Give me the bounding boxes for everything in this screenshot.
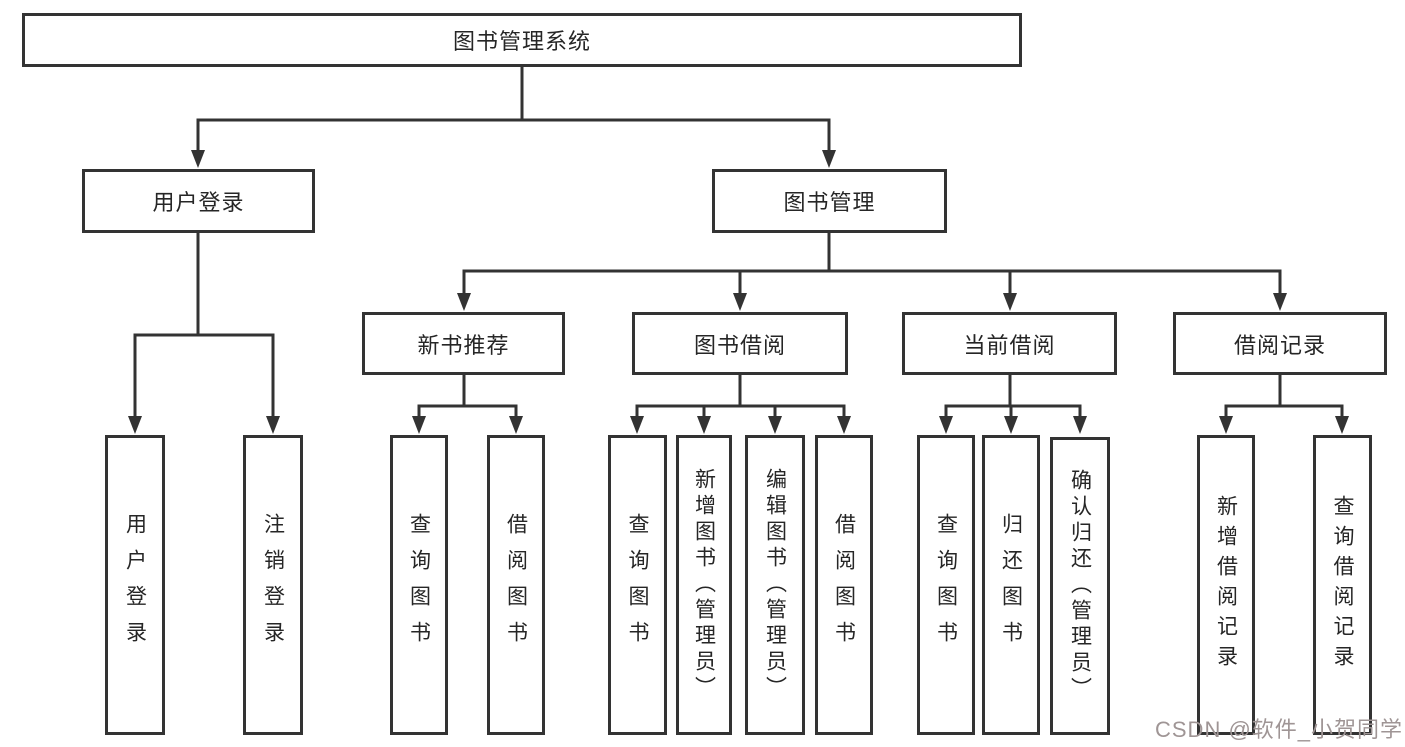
leaf-query-borrow-record: 查询借阅记录 bbox=[1313, 435, 1372, 735]
node-label: 查询图书 bbox=[407, 513, 431, 657]
leaf-logout: 注销登录 bbox=[243, 435, 303, 735]
node-label: 图书借阅 bbox=[693, 332, 786, 358]
node-label: 归还图书 bbox=[999, 513, 1023, 657]
node-label: 借阅记录 bbox=[1233, 332, 1326, 358]
node-book-borrowing: 图书借阅 bbox=[632, 312, 848, 375]
leaf-return-books: 归还图书 bbox=[982, 435, 1040, 735]
node-user-login-module: 用户登录 bbox=[82, 169, 315, 233]
leaf-query-books-current: 查询图书 bbox=[917, 435, 975, 735]
node-label: 当前借阅 bbox=[963, 332, 1056, 358]
leaf-add-books-admin: 新增图书（管理员） bbox=[676, 435, 732, 735]
leaf-add-borrow-record: 新增借阅记录 bbox=[1197, 435, 1255, 735]
node-borrow-records: 借阅记录 bbox=[1173, 312, 1387, 375]
node-label: 借阅图书 bbox=[832, 513, 856, 657]
node-label: 查询图书 bbox=[626, 513, 649, 657]
leaf-borrow-books: 借阅图书 bbox=[815, 435, 873, 735]
leaf-query-books-recommend: 查询图书 bbox=[390, 435, 448, 735]
node-root-library-system: 图书管理系统 bbox=[22, 13, 1022, 67]
node-label: 注销登录 bbox=[261, 513, 285, 657]
node-label: 新增图书（管理员） bbox=[692, 468, 716, 702]
leaf-confirm-return-admin: 确认归还（管理员） bbox=[1050, 437, 1110, 735]
node-label: 图书管理系统 bbox=[452, 29, 591, 54]
node-label: 查询图书 bbox=[934, 513, 958, 657]
node-label: 新增借阅记录 bbox=[1214, 495, 1238, 675]
node-label: 借阅图书 bbox=[504, 513, 528, 657]
node-label: 用户登录 bbox=[152, 190, 245, 215]
node-label: 用户登录 bbox=[123, 513, 147, 657]
node-label: 查询借阅记录 bbox=[1331, 495, 1354, 675]
node-book-management-module: 图书管理 bbox=[712, 169, 947, 233]
node-label: 图书管理 bbox=[783, 190, 876, 215]
leaf-query-books-borrow: 查询图书 bbox=[608, 435, 667, 735]
csdn-watermark: CSDN @软件_小贺同学 bbox=[1155, 717, 1404, 742]
leaf-borrow-books-recommend: 借阅图书 bbox=[487, 435, 545, 735]
node-new-book-recommend: 新书推荐 bbox=[362, 312, 565, 375]
node-label: 新书推荐 bbox=[417, 332, 510, 358]
leaf-user-login: 用户登录 bbox=[105, 435, 165, 735]
node-label: 编辑图书（管理员） bbox=[763, 468, 787, 702]
leaf-edit-books-admin: 编辑图书（管理员） bbox=[745, 435, 805, 735]
node-current-borrowing: 当前借阅 bbox=[902, 312, 1117, 375]
node-label: 确认归还（管理员） bbox=[1068, 469, 1092, 703]
